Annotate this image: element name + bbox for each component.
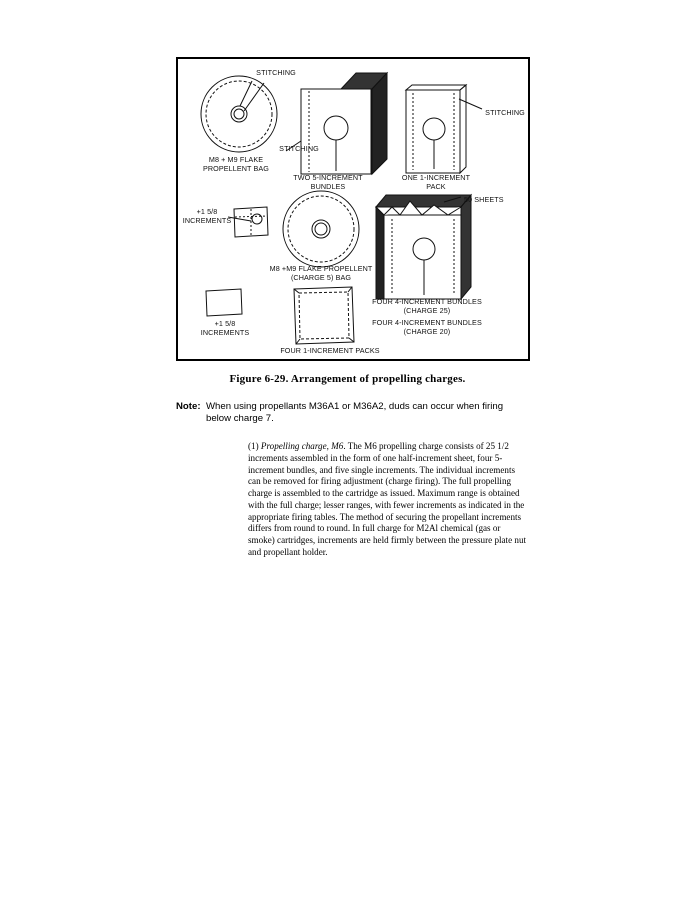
paragraph-body: . The M6 propelling charge consists of 2… <box>248 441 527 557</box>
four-bundles-icon <box>374 193 473 301</box>
two-bundles-icon <box>285 71 389 176</box>
flake-bag-top-icon <box>200 75 278 153</box>
label-stitching-left: STITCHING <box>279 144 319 153</box>
label-increments-1: +1 5/8 INCREMENTS <box>182 207 232 225</box>
body-paragraph: (1) Propelling charge, M6. The M6 propel… <box>248 441 526 559</box>
label-stitching-right: STITCHING <box>485 108 525 117</box>
figure-panel: STITCHING STITCHING STITCHING M8 + M9 FL… <box>176 57 530 361</box>
increments-small-icon <box>205 288 243 317</box>
label-fifty-sheets: 50 SHEETS <box>464 195 504 204</box>
label-increments-2: +1 5/8 INCREMENTS <box>200 319 250 337</box>
four-packs-icon <box>293 286 355 345</box>
flake-bag-charge5-icon <box>282 190 360 268</box>
label-two-bundles: TWO 5-INCREMENT BUNDLES <box>293 173 363 191</box>
propelling-charges-illustration <box>200 71 483 345</box>
note-label: Note: <box>176 401 201 412</box>
label-flake-charge5: M8 +M9 FLAKE PROPELLENT (CHARGE 5) BAG <box>269 264 373 282</box>
label-four-bundles-25: FOUR 4-INCREMENT BUNDLES (CHARGE 25) <box>372 297 482 315</box>
label-four-packs: FOUR 1-INCREMENT PACKS <box>280 346 380 355</box>
figure-caption: Figure 6-29. Arrangement of propelling c… <box>229 373 466 385</box>
label-stitching-top: STITCHING <box>256 68 296 77</box>
label-four-bundles-20: FOUR 4-INCREMENT BUNDLES (CHARGE 20) <box>372 318 482 336</box>
label-one-pack: ONE 1-INCREMENT PACK <box>401 173 471 191</box>
paragraph-number: (1) <box>248 441 261 451</box>
paragraph-title: Propelling charge, M6 <box>260 441 344 451</box>
note-text: When using propellants M36A1 or M36A2, d… <box>206 401 504 424</box>
one-pack-icon <box>404 83 483 175</box>
label-flake-bag: M8 + M9 FLAKE PROPELLENT BAG <box>203 155 269 173</box>
increments-sheet-icon <box>227 206 269 238</box>
